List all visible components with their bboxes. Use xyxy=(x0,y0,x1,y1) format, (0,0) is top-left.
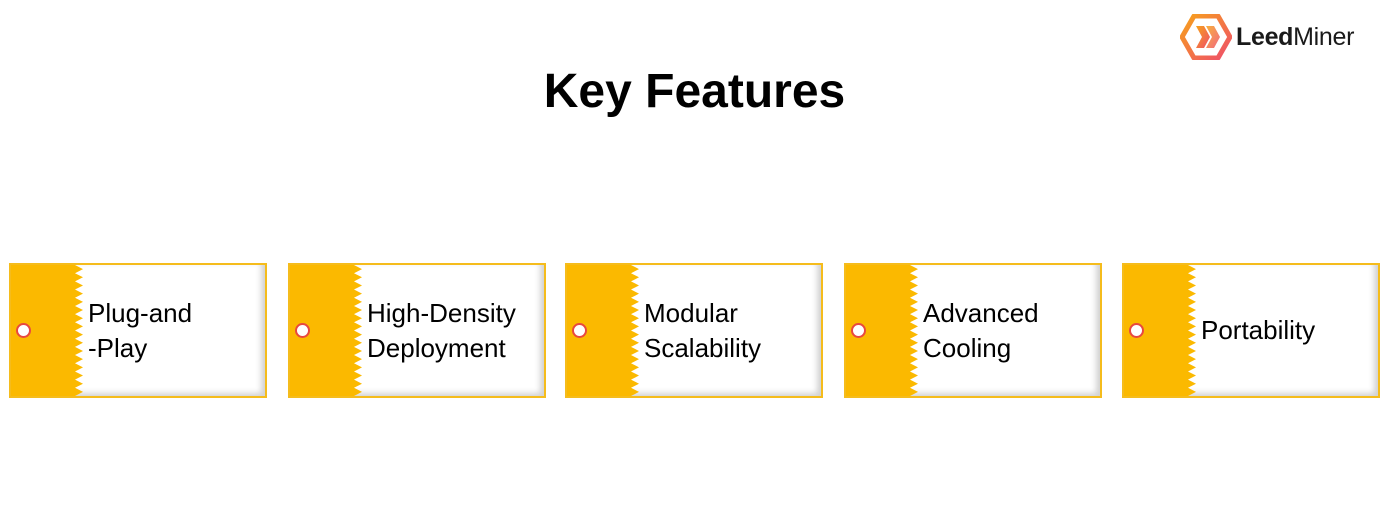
bullet-circle-icon xyxy=(851,323,866,338)
bullet-circle-icon xyxy=(295,323,310,338)
card-accent-band xyxy=(11,265,83,396)
brand-name: LeedMiner xyxy=(1236,22,1355,51)
feature-label: Portability xyxy=(1201,315,1316,345)
feature-label: Advanced Cooling xyxy=(923,297,1039,363)
bullet-circle-icon xyxy=(1129,323,1144,338)
bullet-circle-icon xyxy=(572,323,587,338)
card-accent-band xyxy=(567,265,639,396)
feature-card-modular-scalability: Modular Scalability xyxy=(565,263,823,398)
bullet-circle-icon xyxy=(16,323,31,338)
feature-label: Modular Scalability xyxy=(644,297,762,363)
feature-card-plug-and-play: Plug-and -Play xyxy=(9,263,267,398)
feature-card-portability: Portability xyxy=(1122,263,1380,398)
leedminer-logo-icon xyxy=(1180,14,1232,60)
card-accent-band xyxy=(846,265,918,396)
feature-label: Plug-and -Play xyxy=(88,297,193,363)
card-accent-band xyxy=(1124,265,1196,396)
feature-card-advanced-cooling: Advanced Cooling xyxy=(844,263,1102,398)
card-accent-band xyxy=(290,265,362,396)
feature-card-high-density-deployment: High-Density Deployment xyxy=(288,263,546,398)
page-title: Key Features xyxy=(543,65,846,118)
brand-logo: LeedMiner xyxy=(1180,14,1354,60)
feature-label: High-Density Deployment xyxy=(367,297,516,363)
